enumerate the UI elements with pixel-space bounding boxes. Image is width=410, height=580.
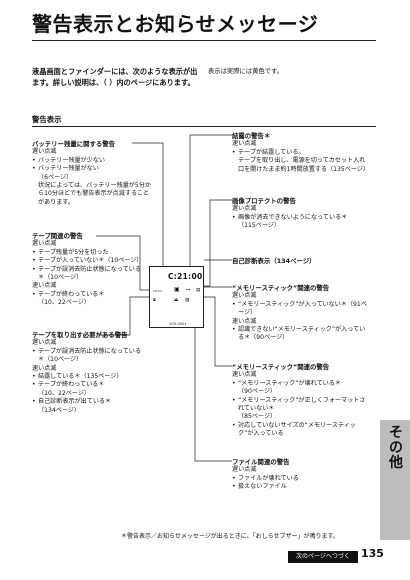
page-number: 135 (361, 547, 384, 560)
eject-warning-item: 自己診断表示が出ている＊ (32, 398, 142, 407)
protect-warning-block: 画像プロテクトの警告 遅い点滅 画像が消去できないようになっている＊ （115ペ… (232, 197, 372, 231)
file-warning-item: 扱えないファイル (232, 483, 367, 492)
selfdiag-block: 自己診断表示（134ページ） (232, 257, 372, 265)
memory-stick-icon: ▤ (196, 288, 201, 293)
battery-warning-note: 状況によっては、バッテリー残量が5分から10分ほどでも警告表示が点滅することがあ… (38, 182, 151, 206)
leader-line (132, 142, 164, 286)
side-tab (380, 420, 410, 540)
ms-warning-ref: （90ページ） (238, 388, 277, 396)
section-rule (32, 126, 376, 127)
file-warning-title: ファイル関連の警告 (232, 458, 290, 466)
tape-warning-item: テープが終わっている＊ (32, 291, 142, 300)
ms-warning-item: “メモリースティック”が正しくフォーマットされていない＊ (232, 397, 367, 414)
battery-warning-item: バッテリー残量がない (32, 165, 152, 174)
tape-warning-item: テープが誤消去防止状態になっている＊（10ページ） (32, 266, 142, 283)
eject-warning-ref: （134ページ） (38, 406, 80, 414)
tape-warning-block: テープ関連の警告 遅い点滅 テープ残量が5分を切った テープが入っていない＊（1… (32, 232, 142, 308)
ms-warning-title: “メモリースティック”関連の警告 (232, 363, 330, 371)
protect-warning-sub: 遅い点滅 (232, 205, 257, 213)
footnote: ＊警告表示／お知らせメッセージが出るときに、「おしらせブザー」が鳴ります。 (121, 533, 339, 540)
tape-icon: ▭▭ (153, 289, 162, 294)
battery-warning-title: バッテリー残量に関する警告 (32, 140, 116, 148)
leader-line (204, 199, 232, 287)
condensation-warning-title: 結露の警告＊ (232, 132, 271, 140)
title-rule (32, 40, 376, 41)
screen-code: 100-0001 (169, 322, 187, 326)
ms-warning-item: “メモリースティック”が壊れている＊ (232, 380, 367, 389)
leader-line (189, 134, 232, 270)
eject-warning-block: テープを取り出す必要がある警告 遅い点滅 テープが誤消去防止状態になっている＊（… (32, 331, 142, 415)
condensation-warning-block: 結露の警告＊ 速い点滅 テープが結露している。 テープを取り出し、電源を切ってカ… (232, 132, 369, 174)
battery-warning-block: バッテリー残量に関する警告 遅い点滅 バッテリー残量が少ない バッテリー残量がな… (32, 140, 152, 207)
lcd-screen-diagram: C:21:00 ▭▭ ▣ ⊶ ▤ ⧈ ⏏ ▧ 100-0001 (149, 266, 204, 328)
battery-warning-ref: （6ページ） (38, 173, 73, 181)
side-tab-label: その他 (389, 425, 403, 471)
ms-warning-sub: 速い点滅 (232, 317, 257, 325)
condensation-warning-note: テープを取り出し、電源を切ってカセット入れ口を開けたまま約1時間放置する（135… (238, 157, 369, 173)
tape-warning-item: テープが入っていない＊（10ページ） (32, 257, 142, 266)
protect-icon: ⊶ (186, 288, 191, 293)
leader-line (194, 328, 232, 462)
leader-line (96, 235, 152, 291)
intro-note: 表示は実際には黄色です。 (208, 68, 283, 75)
condensation-icon: ⧈ (153, 298, 156, 303)
ms-warning-item: “メモリースティック”が入っていない＊（91ページ） (232, 301, 367, 318)
ms-warning-block-1: “メモリースティック”関連の警告 遅い点滅 “メモリースティック”が入っていない… (232, 284, 367, 343)
tape-warning-title: テープ関連の警告 (32, 232, 83, 240)
tape-warning-ref: （10、22ページ） (38, 299, 90, 307)
section-label: 警告表示 (32, 115, 62, 124)
page-title: 警告表示とお知らせメッセージ (32, 12, 319, 36)
battery-warning-sub: 遅い点滅 (32, 148, 57, 156)
file-warning-item: ファイルが壊れている (232, 475, 367, 484)
condensation-warning-item: テープが結露している。 (232, 149, 367, 158)
file-warning-block: ファイル関連の警告 遅い点滅 ファイルが壊れている 扱えないファイル (232, 458, 367, 492)
ms-warning-sub: 遅い点滅 (232, 292, 257, 300)
selfdiag-title: 自己診断表示（134ページ） (232, 257, 316, 265)
ms-warning-item: 対応していないサイズの“メモリースティック”が入っている (232, 422, 367, 439)
leader-line (204, 296, 232, 367)
eject-warning-item: テープが終わっている＊ (32, 381, 142, 390)
leader-line (98, 296, 152, 336)
eject-warning-item: テープが誤消去防止状態になっている＊（10ページ） (32, 348, 142, 365)
ms-warning-sub: 速い点滅 (232, 371, 257, 379)
intro-text: 液晶画面とファインダーには、次のような表示が出ます。詳しい説明は、（ ）内のペー… (32, 67, 198, 87)
protect-warning-ref: （115ページ） (238, 222, 280, 230)
next-page-label: 次のページへつづく (288, 551, 358, 563)
tape-warning-sub: 速い点滅 (32, 282, 57, 290)
protect-warning-title: 画像プロテクトの警告 (232, 197, 296, 205)
tape-warning-item: テープ残量が5分を切った (32, 249, 142, 258)
ms-warning-block-2: “メモリースティック”関連の警告 速い点滅 “メモリースティック”が壊れている＊… (232, 363, 367, 439)
ms-warning-title: “メモリースティック”関連の警告 (232, 284, 330, 292)
battery-icon: ▣ (174, 286, 180, 293)
battery-warning-item: バッテリー残量が少ない (32, 157, 152, 166)
ms-warning-item: 認識できない“メモリースティック”が入っている＊（90ページ） (232, 326, 367, 343)
eject-warning-sub: 速い点滅 (32, 364, 57, 372)
eject-warning-item: 結露している＊（135ページ） (32, 373, 142, 382)
screen-time: C:21:00 (168, 272, 203, 281)
protect-warning-item: 画像が消去できないようになっている＊ (232, 214, 372, 223)
eject-icon: ⏏ (174, 298, 179, 303)
file-warning-sub: 遅い点滅 (232, 466, 257, 474)
eject-warning-ref: （10、22ページ） (38, 389, 90, 397)
tape-warning-sub: 遅い点滅 (32, 240, 57, 248)
condensation-warning-sub: 速い点滅 (232, 140, 257, 148)
file-icon: ▧ (185, 298, 190, 303)
ms-warning-ref: （85ページ） (238, 413, 277, 421)
eject-warning-sub: 遅い点滅 (32, 339, 57, 347)
eject-warning-title: テープを取り出す必要がある警告 (32, 331, 128, 339)
